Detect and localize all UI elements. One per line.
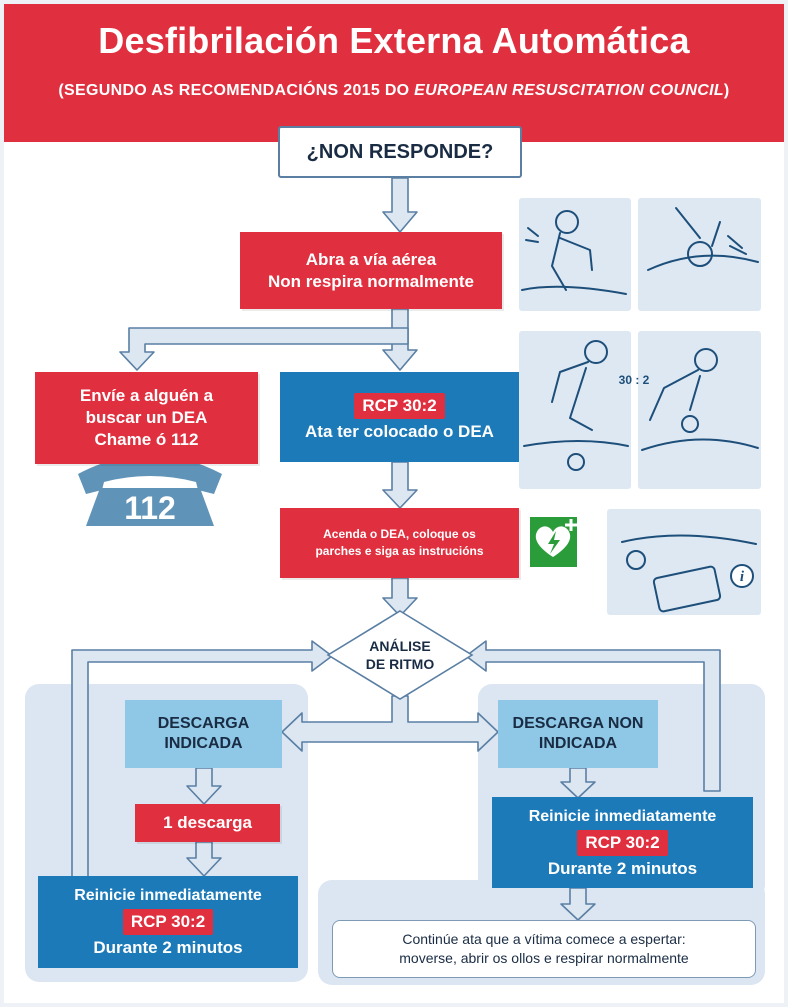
arrow-indicated-to-shock <box>186 767 222 805</box>
page-subtitle: (SEGUNDO AS RECOMENDACIÓNS 2015 DO EUROP… <box>0 82 788 100</box>
airway-line-1: Abra a vía aérea <box>305 249 437 269</box>
phone-number-label: 112 <box>124 490 176 526</box>
restart-right-title: Reinicie inmediatamente <box>528 807 717 825</box>
send-line-3: Chame ó 112 <box>94 430 199 449</box>
rhythm-analysis-label: ANÁLISE DE RITMO <box>346 633 454 677</box>
cpr-box: RCP 30:2 Ata ter colocado o DEA <box>280 372 519 462</box>
info-icon <box>730 564 754 588</box>
shock-indicated-box: DESCARGA INDICADA <box>125 700 282 768</box>
illustration-open-airway <box>638 198 761 311</box>
restart-left-badge: RCP 30:2 <box>122 909 214 935</box>
restart-cpr-right-box: Reinicie inmediatamente RCP 30:2 Durante… <box>492 797 753 888</box>
send-line-2: buscar un DEA <box>85 408 208 427</box>
restart-right-duration: Durante 2 minutos <box>547 858 698 878</box>
ratio-label: 30 : 2 <box>619 373 650 387</box>
no-shock-line-2: INDICADA <box>538 735 618 752</box>
no-shock-box: DESCARGA NON INDICADA <box>498 700 658 768</box>
subtitle-emphasis: EUROPEAN RESUSCITATION COUNCIL <box>414 82 724 99</box>
loop-right-back <box>465 640 721 792</box>
restart-right-badge: RCP 30:2 <box>577 829 668 856</box>
send-line-1: Envíe a alguén a <box>79 386 214 405</box>
aed-sign-icon <box>530 517 577 567</box>
continue-box: Continúe ata que a vítima comece a esper… <box>332 920 756 978</box>
header-banner <box>4 4 784 142</box>
cpr-text: Ata ter colocado o DEA <box>305 422 494 441</box>
arrow-rhythm-split <box>281 695 499 752</box>
indicated-line-1: DESCARGA <box>157 715 250 732</box>
loop-left-back <box>71 640 333 879</box>
illustration-compressions <box>519 331 631 489</box>
illustration-rescue-breaths <box>638 331 761 489</box>
one-shock-box: 1 descarga <box>135 804 280 842</box>
phone-112-icon <box>78 455 222 526</box>
rhythm-line-1: ANÁLISE <box>369 638 431 654</box>
restart-left-duration: Durante 2 minutos <box>93 938 243 957</box>
no-shock-line-1: DESCARGA NON <box>512 715 644 732</box>
person-checking-icon <box>521 210 627 295</box>
arrow-start-to-airway <box>382 177 418 233</box>
start-label: ¿NON RESPONDE? <box>306 141 494 163</box>
start-box: ¿NON RESPONDE? <box>278 126 522 178</box>
rhythm-diamond <box>326 610 474 700</box>
indicated-line-2: INDICADA <box>164 735 243 752</box>
arrow-noshock-to-restart <box>560 767 596 799</box>
airway-box: Abra a vía aérea Non respira normalmente <box>240 232 502 309</box>
send-for-aed-box: Envíe a alguén a buscar un DEA Chame ó 1… <box>35 372 258 464</box>
arrow-shock-to-restart <box>186 841 222 877</box>
page-title: Desfibrilación Externa Automática <box>98 20 690 61</box>
cpr-badge: RCP 30:2 <box>354 393 445 419</box>
open-airway-icon <box>647 207 759 271</box>
info-icon-glyph: i <box>740 569 745 585</box>
continue-line-1: Continúe ata que a vítima comece a esper… <box>402 931 686 947</box>
airway-line-2: Non respira normalmente <box>268 271 474 291</box>
continue-line-2: moverse, abrir os ollos e respirar norma… <box>399 950 689 966</box>
subtitle-pre: (SEGUNDO AS RECOMENDACIÓNS 2015 DO <box>58 82 415 99</box>
compressions-icon <box>523 340 629 471</box>
rescue-breaths-icon <box>641 348 759 451</box>
restart-left-title: Reinicie inmediatamente <box>74 887 262 904</box>
aed-device-icon <box>621 534 757 613</box>
aed-line-1: Acenda o DEA, coloque os <box>323 527 476 541</box>
rhythm-line-2: DE RITMO <box>365 656 435 672</box>
subtitle-post: ) <box>723 82 730 99</box>
one-shock-label: 1 descarga <box>163 813 252 832</box>
arrow-cpr-to-aed <box>382 461 418 509</box>
aed-instructions-box: Acenda o DEA, coloque os parches e siga … <box>280 508 519 578</box>
illustration-aed-use <box>607 509 761 615</box>
arrow-restart-to-continue <box>560 887 596 921</box>
restart-cpr-left-box: Reinicie inmediatamente RCP 30:2 Durante… <box>38 876 298 968</box>
aed-line-2: parches e siga as instrucións <box>315 544 484 558</box>
arrow-branch-to-send <box>119 327 409 371</box>
arrow-aed-to-rhythm <box>382 577 418 617</box>
